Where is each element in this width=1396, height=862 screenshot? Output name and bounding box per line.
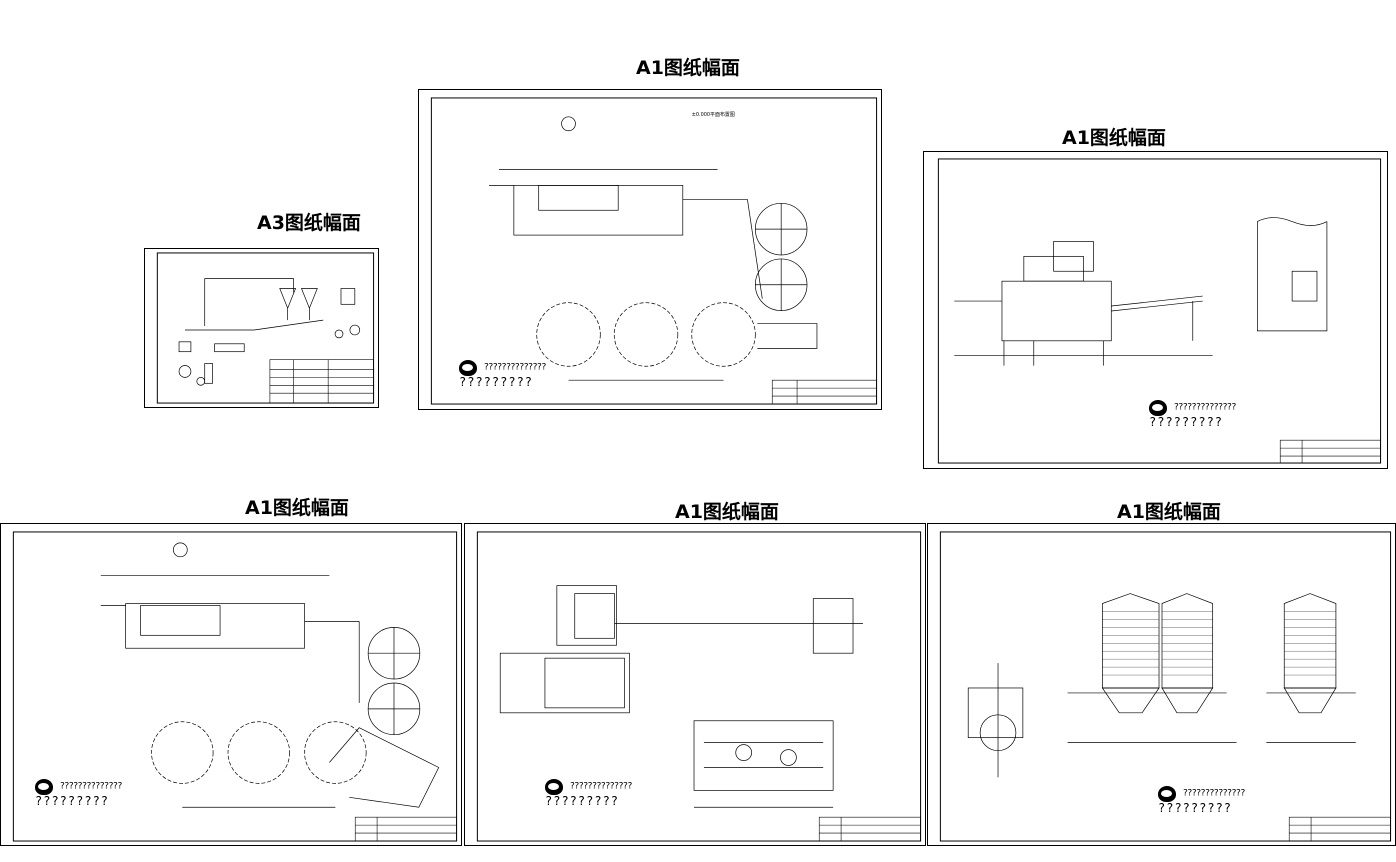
company-name: ??????????????: [569, 781, 633, 792]
format-title-a1-bottom-mid: A1图纸幅面: [675, 501, 779, 523]
company-logo-icon: [545, 779, 563, 795]
process-flow-diagram: [156, 252, 375, 404]
drawing-sheet-a1-top-plan[interactable]: ±0.000平面布置图 ?????????????? ?????????: [418, 89, 882, 410]
company-logo-icon: [35, 779, 53, 795]
company-logo-icon: [459, 360, 477, 376]
elevation-drawing: [937, 158, 1382, 464]
format-title-a1-bottom-right: A1图纸幅面: [1117, 501, 1221, 523]
format-title-a1-bottom-left: A1图纸幅面: [245, 497, 349, 519]
plan-title-text: ±0.000平面布置图: [692, 111, 735, 118]
format-title-a1-top: A1图纸幅面: [636, 57, 740, 79]
company-logo-icon: [1158, 786, 1176, 802]
silo-elevation-drawing: [939, 531, 1392, 842]
format-title-a1-right: A1图纸幅面: [1062, 127, 1166, 149]
company-name: ??????????????: [59, 781, 123, 792]
company-logo-block-top: ?????????????? ?????????: [459, 360, 547, 389]
company-name: ??????????????: [1182, 788, 1246, 799]
company-subtitle: ?????????: [1149, 415, 1224, 429]
company-subtitle: ?????????: [545, 794, 620, 808]
company-subtitle: ?????????: [1158, 801, 1233, 815]
drawing-sheet-a1-bottom-right-silos[interactable]: ?????????????? ?????????: [927, 523, 1396, 846]
company-subtitle: ?????????: [459, 375, 534, 389]
plan-layout-drawing-2: [12, 531, 458, 842]
company-logo-icon: [1149, 400, 1167, 416]
company-logo-block-bottom-left: ?????????????? ?????????: [35, 779, 123, 808]
drawing-sheet-a1-bottom-mid-detail[interactable]: ?????????????? ?????????: [464, 523, 926, 846]
company-name: ??????????????: [1173, 402, 1237, 413]
drawing-sheet-a1-right-elevation[interactable]: ?????????????? ?????????: [923, 151, 1388, 469]
plan-layout-drawing: ±0.000平面布置图: [430, 97, 878, 405]
company-logo-block-bottom-right: ?????????????? ?????????: [1158, 786, 1246, 815]
drawing-sheet-a1-bottom-left-plan[interactable]: ?????????????? ?????????: [0, 523, 462, 846]
detail-drawing: [476, 531, 922, 842]
company-name: ??????????????: [483, 362, 547, 373]
company-logo-block-right: ?????????????? ?????????: [1149, 400, 1237, 429]
format-title-a3: A3图纸幅面: [257, 212, 361, 234]
company-logo-block-bottom-mid: ?????????????? ?????????: [545, 779, 633, 808]
drawing-sheet-a3[interactable]: [144, 248, 379, 408]
company-subtitle: ?????????: [35, 794, 110, 808]
